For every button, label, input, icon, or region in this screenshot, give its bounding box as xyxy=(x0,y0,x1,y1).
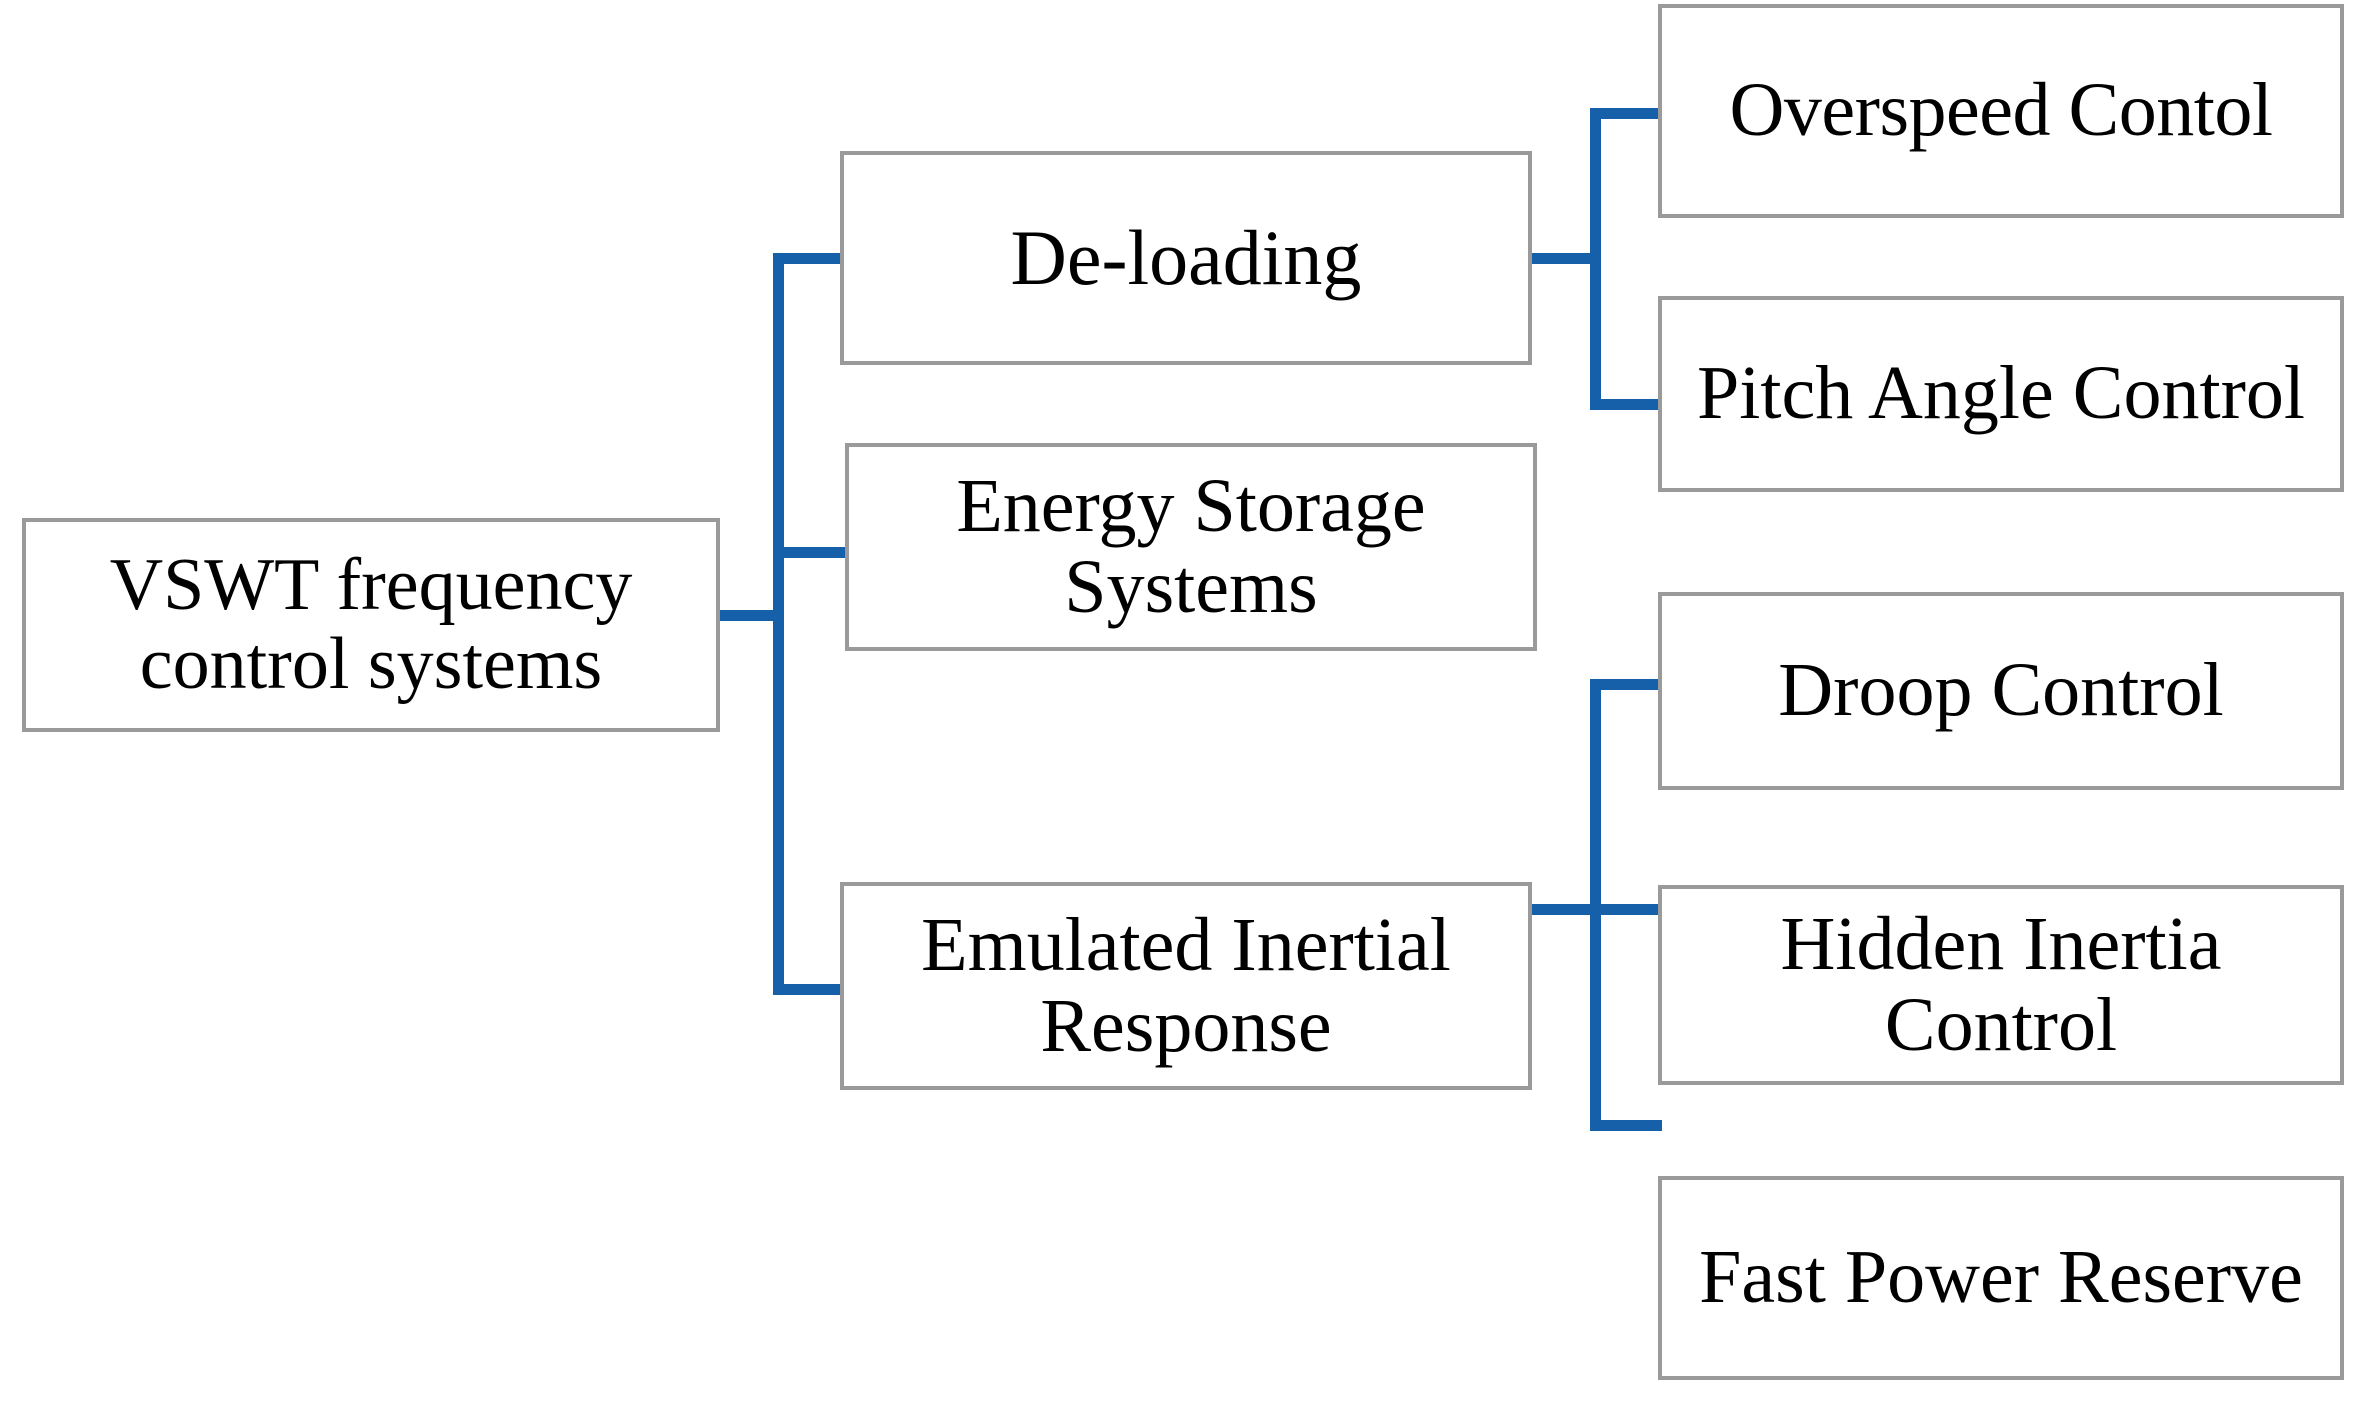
node-label: Emulated Inertial Response xyxy=(921,902,1451,1068)
connector-to-energy-storage xyxy=(773,547,848,558)
node-label: Fast Power Reserve xyxy=(1699,1235,2303,1320)
connector-root-stub xyxy=(718,610,784,621)
node-emulated-inertial-response[interactable]: Emulated Inertial Response xyxy=(840,882,1532,1090)
node-label: De-loading xyxy=(1010,214,1362,302)
connector-to-pitch-angle-control xyxy=(1590,399,1662,410)
node-label: VSWT frequency control systems xyxy=(109,543,633,705)
node-droop-control[interactable]: Droop Control xyxy=(1658,592,2344,790)
connector-de-loading-trunk xyxy=(1590,108,1601,410)
connector-level2-trunk xyxy=(773,253,784,995)
node-de-loading[interactable]: De-loading xyxy=(840,151,1532,365)
node-overspeed-control[interactable]: Overspeed Contol xyxy=(1658,4,2344,218)
node-label: Overspeed Contol xyxy=(1729,68,2273,153)
node-label: Hidden Inertia Control xyxy=(1780,901,2222,1067)
node-pitch-angle-control[interactable]: Pitch Angle Control xyxy=(1658,296,2344,492)
node-label: Droop Control xyxy=(1778,648,2224,733)
node-label: Energy Storage Systems xyxy=(956,463,1426,629)
connector-de-loading-stub xyxy=(1527,253,1600,264)
node-energy-storage-systems[interactable]: Energy Storage Systems xyxy=(845,443,1537,651)
connector-to-de-loading xyxy=(773,253,843,264)
connector-to-emulated-inertial-response xyxy=(773,984,843,995)
node-fast-power-reserve[interactable]: Fast Power Reserve xyxy=(1658,1176,2344,1380)
node-vswt-frequency-control-systems[interactable]: VSWT frequency control systems xyxy=(22,518,720,732)
node-hidden-inertia-control[interactable]: Hidden Inertia Control xyxy=(1658,885,2344,1085)
connector-to-overspeed-control xyxy=(1590,108,1662,119)
connector-to-fast-power-reserve xyxy=(1590,1120,1662,1131)
node-label: Pitch Angle Control xyxy=(1697,351,2305,436)
connector-eir-stub xyxy=(1527,904,1600,915)
connector-to-droop-control xyxy=(1590,679,1662,690)
connector-to-hidden-inertia-control xyxy=(1590,904,1662,915)
